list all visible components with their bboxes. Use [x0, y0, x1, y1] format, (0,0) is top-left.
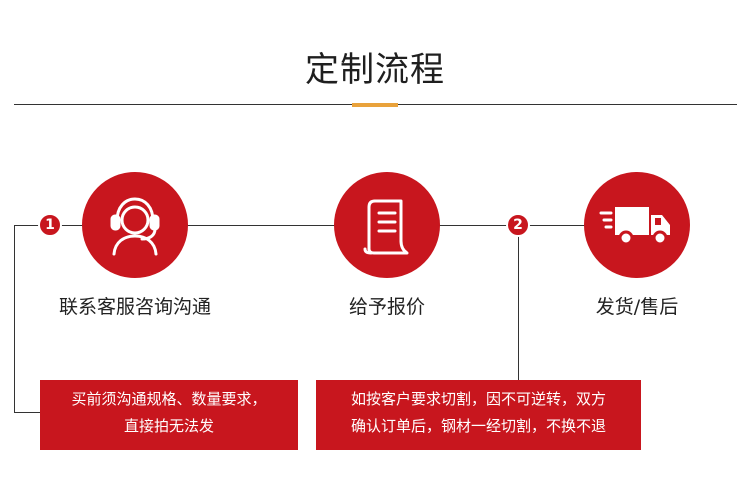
title-accent-bar [352, 103, 398, 107]
note-line: 直接拍无法发 [123, 417, 214, 435]
step-label-contact: 联系客服咨询沟通 [58, 296, 211, 318]
page-title: 定制流程 [305, 50, 445, 90]
headset-support-icon [110, 197, 160, 256]
step-quote-circle [334, 172, 440, 278]
step-delivery-circle [584, 172, 690, 278]
note-line: 如按客户要求切割，因不可逆转，双方 [350, 390, 606, 408]
step-label-quote: 给予报价 [348, 296, 425, 318]
note-box-contact: 买前须沟通规格、数量要求， 直接拍无法发 [40, 380, 298, 450]
document-quote-icon [363, 199, 409, 255]
flow-connector-left-vertical [14, 225, 15, 413]
step-marker-2: 2 [506, 213, 530, 237]
note-box-cutting: 如按客户要求切割，因不可逆转，双方 确认订单后，钢材一经切割，不换不退 [316, 380, 641, 450]
step-label-delivery: 发货/售后 [595, 296, 679, 318]
flow-connector-main [14, 225, 586, 226]
step-marker-1: 1 [38, 213, 62, 237]
flow-connector-mid-vertical [518, 225, 519, 381]
flow-connector-left-bottom [14, 412, 40, 413]
step-support-circle [82, 172, 188, 278]
note-line: 买前须沟通规格、数量要求， [71, 390, 267, 408]
note-line: 确认订单后，钢材一经切割，不换不退 [350, 417, 606, 435]
delivery-truck-icon [599, 207, 670, 246]
